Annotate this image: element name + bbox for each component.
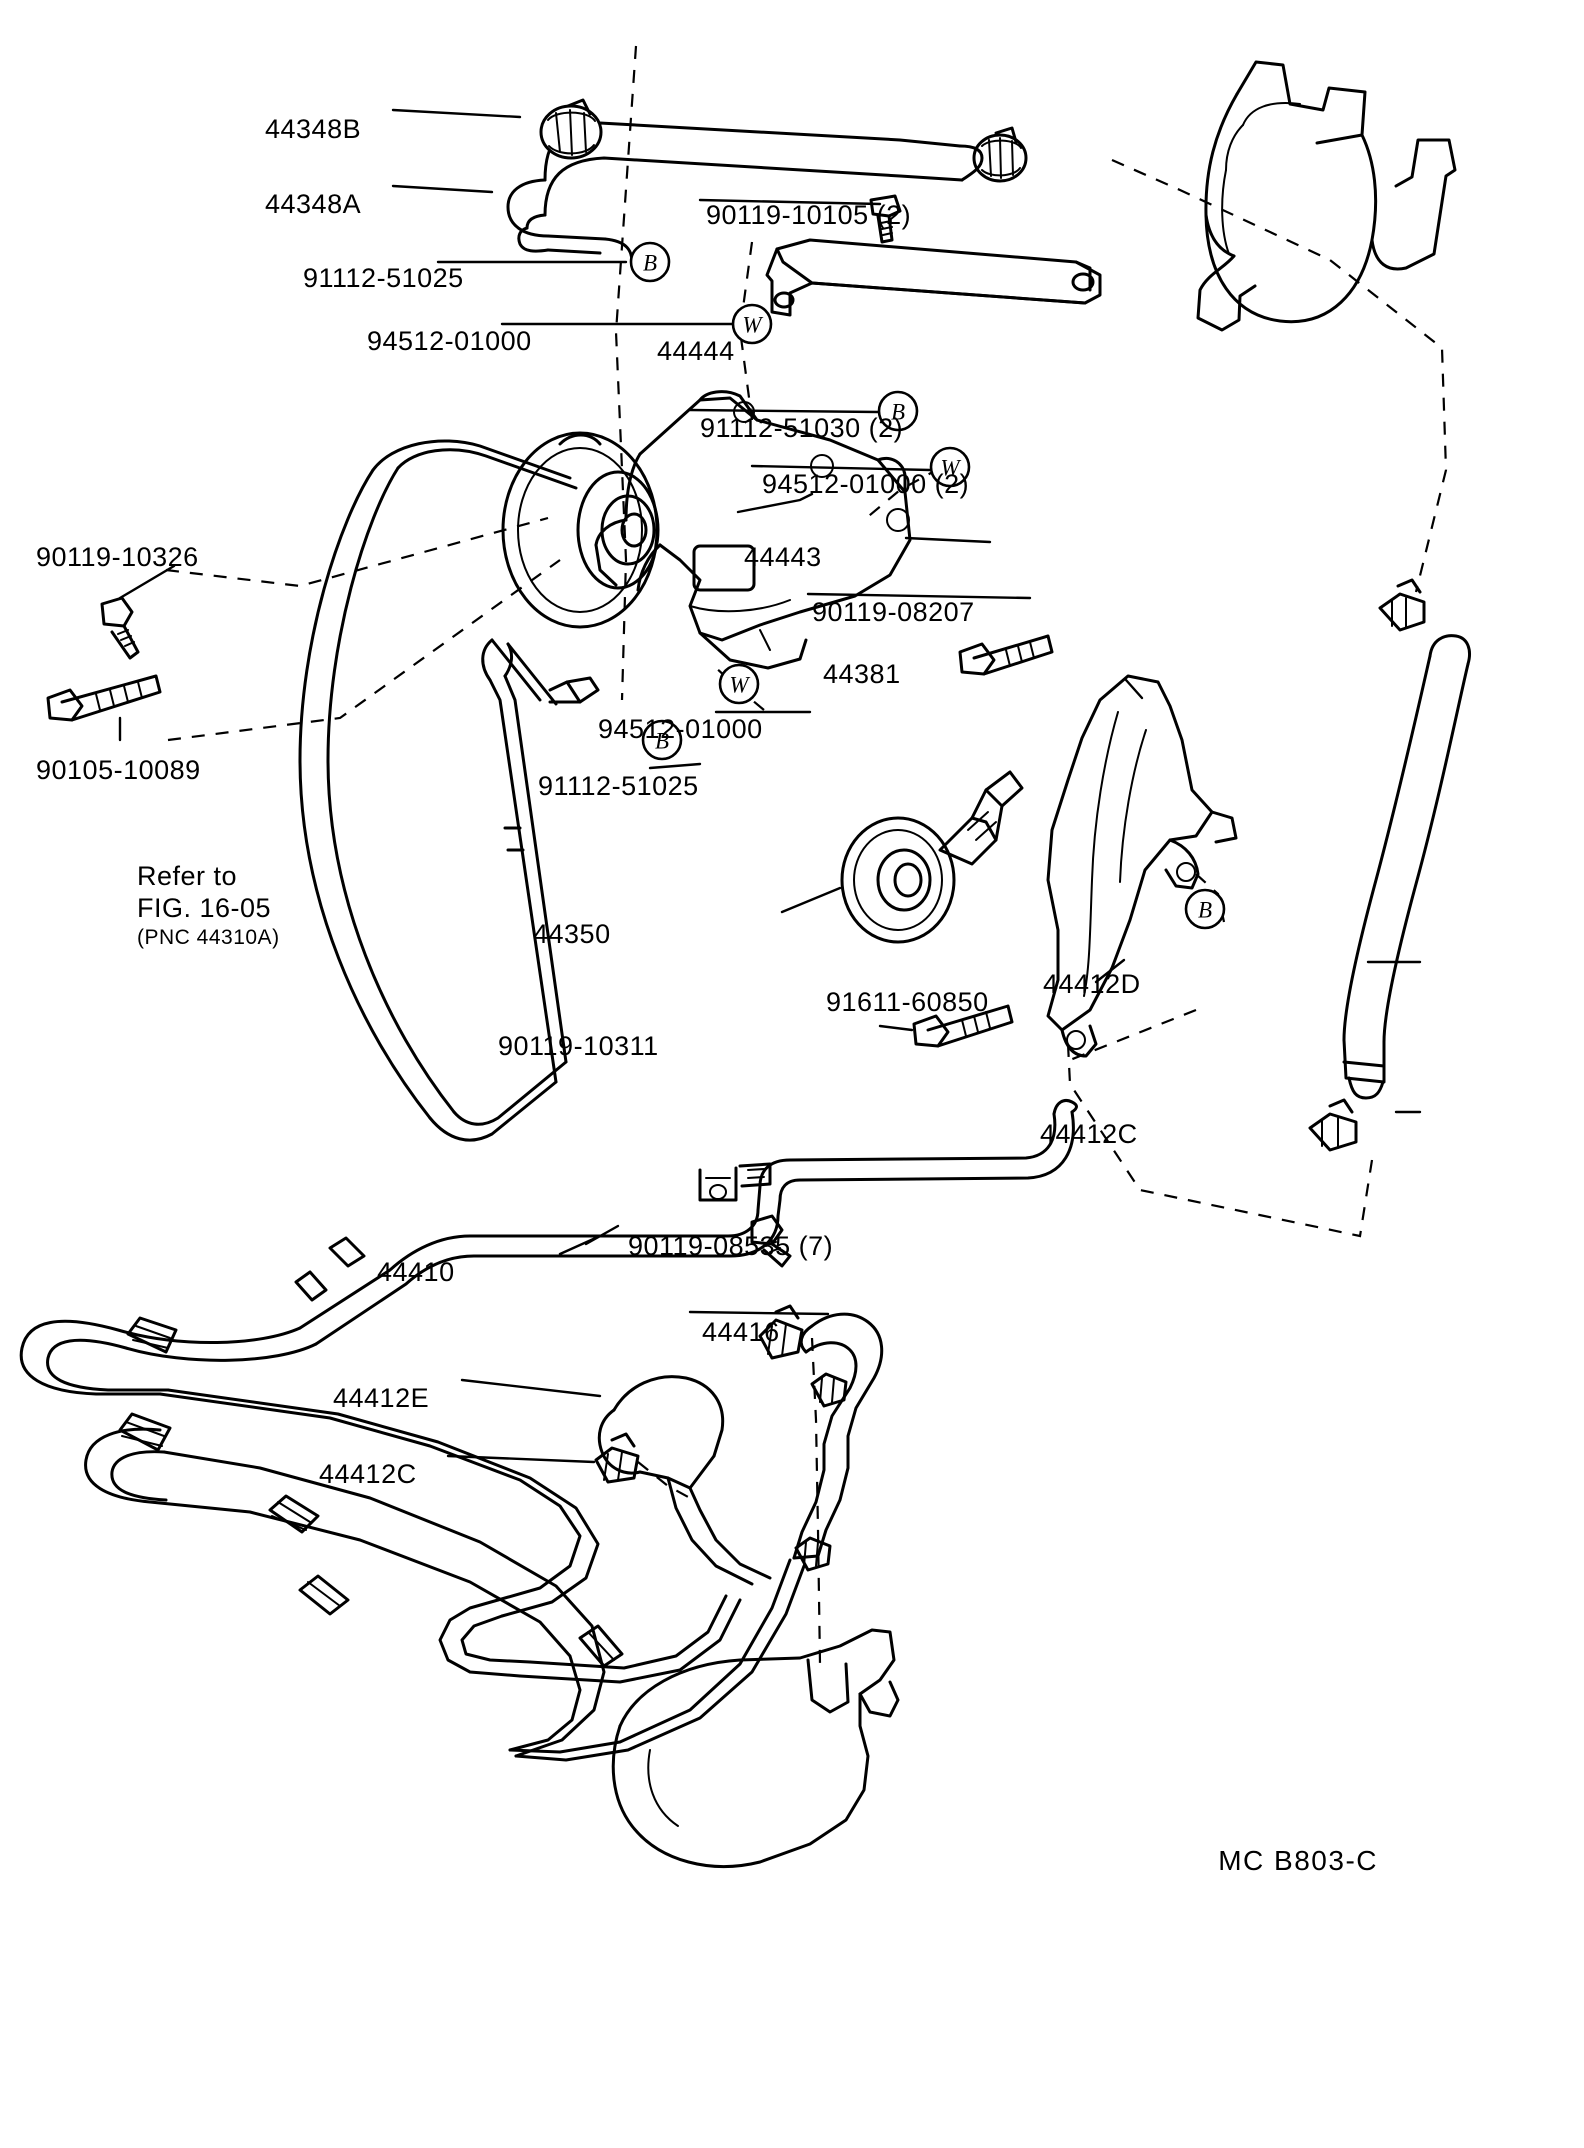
hose-44412d-group — [1308, 578, 1471, 1152]
svg-text:B: B — [891, 400, 905, 425]
bracket-44381-group — [1046, 674, 1238, 1058]
cooler-tubes-group — [19, 1316, 806, 1762]
leader-lines — [118, 108, 1422, 1464]
part-label-91611-60850: 91611-60850 — [826, 987, 989, 1017]
refer-note: Refer to FIG. 16-05 (PNC 44310A) — [137, 862, 280, 949]
svg-text:W: W — [940, 456, 961, 481]
part-label-90105-10089: 90105-10089 — [36, 755, 201, 785]
pump-44443-group — [501, 390, 912, 704]
refer-note-line2: FIG. 16-05 — [137, 893, 272, 924]
part-label-44381: 44381 — [823, 659, 901, 689]
part-label-44412c-right: 44412C — [1040, 1119, 1138, 1149]
refer-note-line1: Refer to — [137, 861, 238, 891]
steering-gear-group — [611, 1628, 900, 1868]
part-label-94512-01000-2: 94512-01000 (2) — [762, 469, 970, 499]
svg-text:B: B — [655, 729, 669, 754]
part-label-90119-10311: 90119-10311 — [498, 1031, 659, 1061]
part-label-44443: 44443 — [744, 542, 822, 572]
hose-44412e-group — [594, 1375, 772, 1586]
bolt-90119-08207-group — [958, 634, 1054, 676]
svg-text:B: B — [643, 251, 657, 276]
part-label-90119-08535: 90119-08535 (7) — [628, 1231, 834, 1261]
circled-markers: B W B W W B B — [629, 241, 1226, 930]
part-label-44348a: 44348A — [265, 189, 362, 219]
refer-note-line3: (PNC 44310A) — [137, 925, 280, 949]
part-label-90119-08207: 90119-08207 — [812, 597, 975, 627]
idler-44350-group — [840, 770, 1024, 944]
part-label-91112-51030: 91112-51030 (2) — [700, 413, 904, 443]
part-label-91112-51025-mid: 91112-51025 — [538, 771, 699, 801]
svg-text:W: W — [742, 313, 763, 338]
part-label-44410: 44410 — [377, 1257, 455, 1287]
part-label-44416: 44416 — [702, 1317, 780, 1347]
sheet-code: MC B803-C — [1218, 1845, 1378, 1876]
bracket-44444-group — [765, 194, 1102, 317]
part-label-91112-51025-top: 91112-51025 — [303, 263, 464, 293]
svg-text:B: B — [1198, 898, 1212, 923]
hose-44348-group — [506, 98, 1028, 264]
svg-text:W: W — [729, 673, 750, 698]
part-label-94512-01000-mid: 94512-01000 — [598, 714, 763, 744]
part-label-90119-10105: 90119-10105 (2) — [706, 200, 912, 230]
part-label-44350: 44350 — [533, 919, 611, 949]
hose-44416-group — [758, 1304, 884, 1572]
bolt-90119-10311-group — [912, 1004, 1014, 1048]
bolts-left-group — [46, 596, 162, 722]
reservoir-group — [1196, 60, 1457, 332]
part-label-90119-10326: 90119-10326 — [36, 542, 199, 572]
drive-belt-group — [298, 439, 578, 1142]
part-label-44412e: 44412E — [333, 1383, 430, 1413]
part-label-44412d: 44412D — [1043, 969, 1141, 999]
part-label-44444: 44444 — [657, 336, 735, 366]
part-label-94512-01000-top: 94512-01000 — [367, 326, 532, 356]
part-label-44412c-left: 44412C — [319, 1459, 417, 1489]
part-label-44348b: 44348B — [265, 114, 362, 144]
tube-44410-group — [294, 1099, 1078, 1346]
